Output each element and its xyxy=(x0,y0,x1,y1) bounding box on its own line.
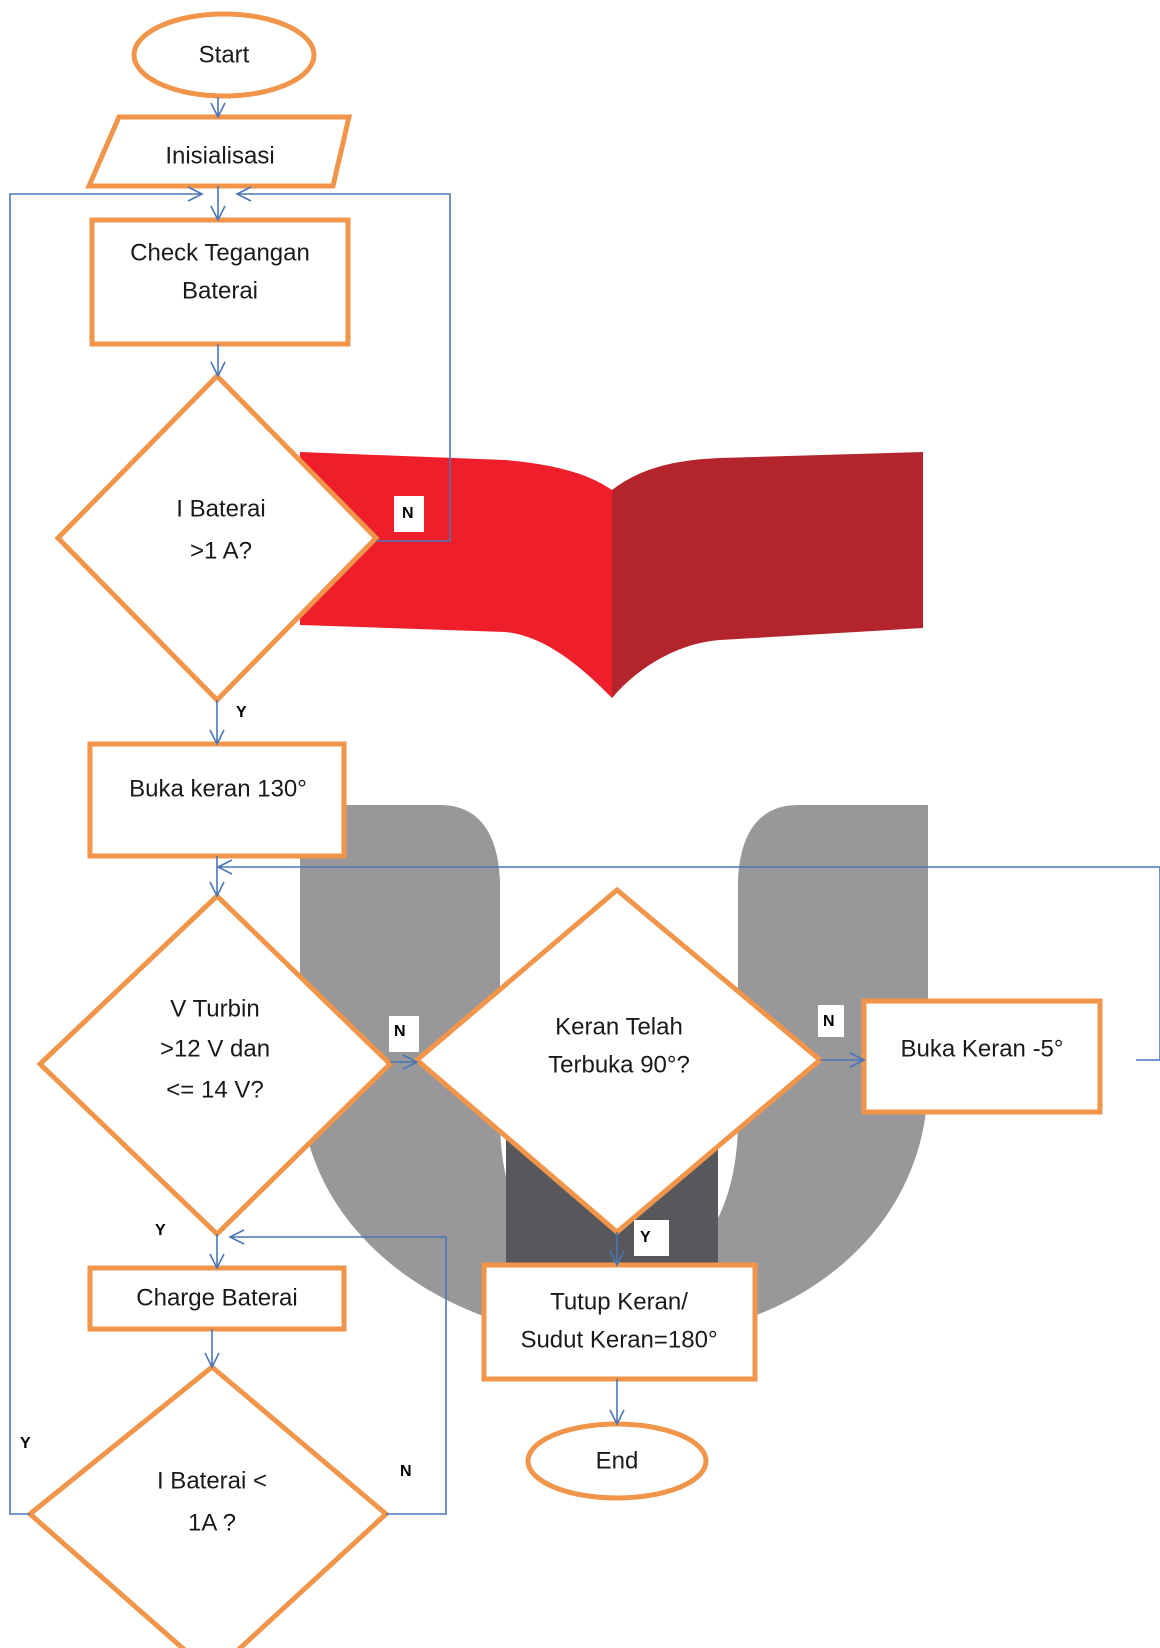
dec4-no-label: N xyxy=(400,1463,412,1480)
decision3-label-line1: Keran Telah xyxy=(555,1013,683,1040)
init-label: Inisialisasi xyxy=(165,142,274,169)
decision2-label-line2: >12 V dan xyxy=(160,1035,270,1062)
dec2-no-label-bg xyxy=(389,1016,419,1052)
dec4-yes-label: Y xyxy=(20,1435,31,1452)
decision-battery-current-low xyxy=(26,1363,390,1648)
open-valve-130-label: Buka keran 130° xyxy=(129,775,307,802)
close-valve-label-line2: Sudut Keran=180° xyxy=(520,1326,717,1353)
decision1-label-line1: I Baterai xyxy=(176,495,265,522)
edge-labels: N Y N Y N Y N Y xyxy=(20,496,844,1480)
edge-decision4-yes-loop xyxy=(9,186,204,1515)
open-valve-minus5-box xyxy=(861,998,1103,1115)
start-label: Start xyxy=(199,41,250,68)
edge-decision1-no-loop xyxy=(235,186,451,542)
watermark-red-right-page xyxy=(612,452,923,698)
check-voltage-label-line1: Check Tegangan xyxy=(130,239,310,266)
charge-battery-label: Charge Baterai xyxy=(136,1284,297,1311)
dec1-yes-label: Y xyxy=(236,704,247,721)
watermark-logo xyxy=(300,452,928,1340)
dec2-no-label: N xyxy=(394,1023,406,1040)
check-voltage-label-line2: Baterai xyxy=(182,277,258,304)
close-valve-box xyxy=(481,1262,758,1382)
edge-decision4-no-loop xyxy=(228,1229,447,1515)
dec3-yes-label-bg xyxy=(634,1220,669,1256)
start-terminal xyxy=(131,11,317,99)
decision2-label-line3: <= 14 V? xyxy=(166,1076,263,1103)
dec3-yes-label: Y xyxy=(640,1229,651,1246)
end-label: End xyxy=(596,1447,639,1474)
dec3-no-label: N xyxy=(823,1013,835,1030)
close-valve-label-line1: Tutup Keran/ xyxy=(550,1288,688,1315)
dec3-no-label-bg xyxy=(818,1005,844,1037)
decision4-label-line2: 1A ? xyxy=(188,1509,236,1536)
dec1-no-label-bg xyxy=(394,496,424,532)
decision4-label-line1: I Baterai < xyxy=(157,1467,267,1494)
connectors xyxy=(9,97,1160,1515)
watermark-gray-u-shape xyxy=(300,805,928,1340)
decision2-label-line1: V Turbin xyxy=(170,995,259,1022)
dec1-no-label: N xyxy=(402,505,414,522)
nodes: Start Inisialisasi Check Tegangan Batera… xyxy=(26,11,1103,1648)
edge-minus5-loop xyxy=(216,859,1160,1061)
watermark-red-left-page xyxy=(300,452,612,698)
open-valve-minus5-label: Buka Keran -5° xyxy=(900,1035,1063,1062)
decision3-label-line2: Terbuka 90°? xyxy=(548,1051,690,1078)
open-valve-130-box xyxy=(87,741,347,859)
decision1-label-line2: >1 A? xyxy=(190,537,252,564)
init-io-box xyxy=(85,114,353,189)
dec2-yes-label: Y xyxy=(155,1222,166,1239)
